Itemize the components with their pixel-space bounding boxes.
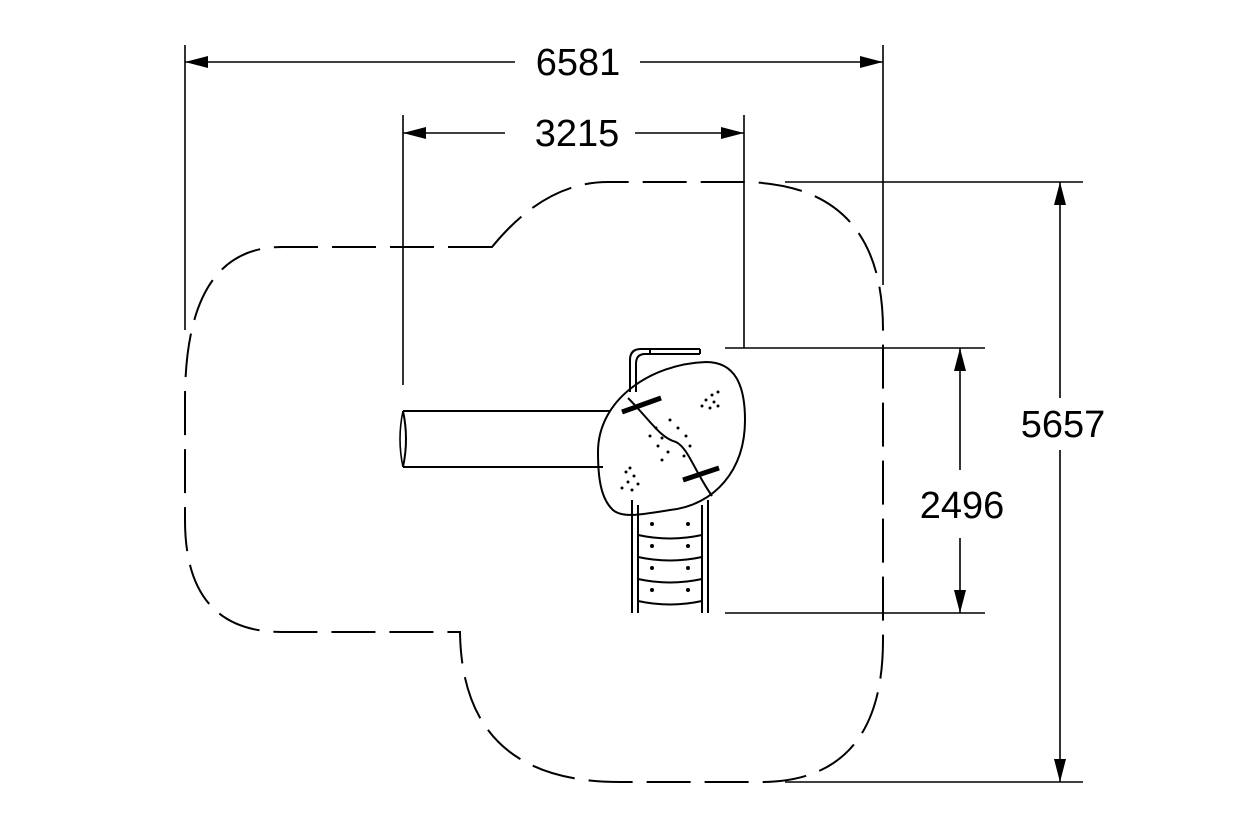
slide-chute — [399, 410, 610, 468]
dimension-overall-depth: 5657 — [785, 181, 1110, 783]
dimension-label-platform-width: 3215 — [535, 113, 620, 155]
deck-perforations — [620, 390, 720, 492]
grab-handle — [621, 395, 662, 415]
dimension-label-overall-width: 6581 — [536, 42, 621, 84]
handrail — [629, 348, 701, 392]
ladder — [631, 500, 709, 613]
dimension-label-platform-depth: 2496 — [920, 485, 1005, 527]
play-equipment — [399, 348, 747, 613]
dimension-label-overall-depth: 5657 — [1021, 404, 1106, 446]
grab-handle — [682, 465, 720, 483]
dimension-platform-width: 3215 — [402, 113, 745, 385]
dimension-platform-depth: 2496 — [725, 347, 1005, 614]
dimension-overall-width: 6581 — [184, 42, 884, 330]
safety-zone-outline — [184, 181, 884, 783]
deck-platform — [596, 360, 747, 516]
